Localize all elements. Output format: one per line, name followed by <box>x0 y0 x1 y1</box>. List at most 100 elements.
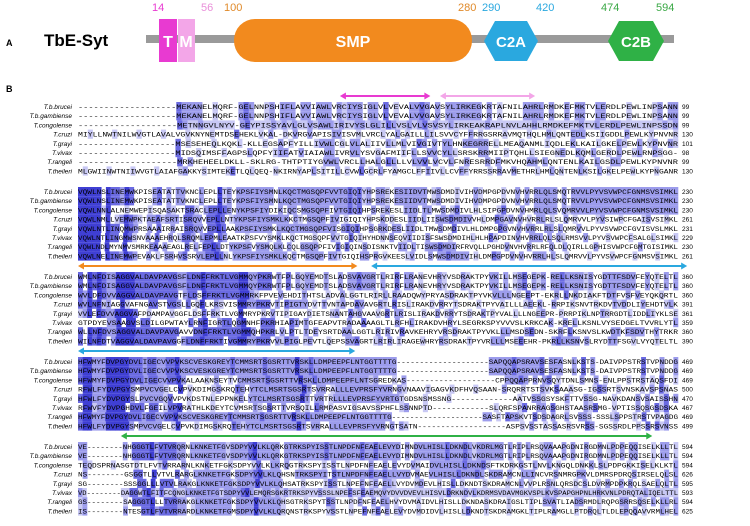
conservation-shade <box>130 290 136 300</box>
conservation-shade <box>306 451 312 461</box>
conservation-shade <box>370 272 376 282</box>
conservation-shade <box>525 357 531 367</box>
conservation-shade <box>326 375 332 385</box>
conservation-shade <box>237 412 242 422</box>
conservation-shade <box>78 196 83 206</box>
conservation-shade <box>496 251 502 261</box>
conservation-shade <box>319 451 325 461</box>
conservation-shade <box>114 233 119 243</box>
conservation-shade <box>655 251 661 261</box>
conservation-shade <box>170 366 176 376</box>
conservation-shade <box>219 281 225 291</box>
conservation-shade <box>667 120 674 130</box>
conservation-shade <box>628 233 634 243</box>
conservation-shade <box>226 205 232 215</box>
conservation-shade <box>148 272 154 282</box>
conservation-shade <box>580 196 586 206</box>
conservation-shade <box>322 469 328 479</box>
conservation-shade <box>297 120 303 130</box>
conservation-shade <box>116 384 122 394</box>
conservation-shade <box>167 375 173 385</box>
conservation-shade <box>386 451 392 461</box>
conservation-shade <box>168 412 174 422</box>
conservation-shade <box>657 148 663 158</box>
domain-m-label: M <box>179 34 192 51</box>
conservation-shade <box>552 196 558 206</box>
conservation-shade <box>110 375 116 385</box>
conservation-shade <box>303 497 309 507</box>
conservation-shade <box>549 242 554 252</box>
conservation-shade <box>238 272 244 282</box>
conservation-shade <box>359 375 365 385</box>
conservation-shade <box>506 488 512 498</box>
conservation-shade <box>491 251 497 261</box>
conservation-shade <box>151 214 157 224</box>
conservation-shade <box>135 327 141 337</box>
conservation-shade <box>360 488 366 498</box>
residue-count: 130 <box>682 132 693 139</box>
conservation-shade <box>297 214 303 224</box>
conservation-shade <box>264 478 270 488</box>
conservation-shade <box>364 412 370 422</box>
conservation-shade <box>268 187 274 197</box>
conservation-shade <box>544 384 550 394</box>
conservation-shade <box>175 187 181 197</box>
conservation-shade <box>145 497 151 507</box>
conservation-shade <box>432 120 439 130</box>
conservation-shade <box>420 488 426 498</box>
conservation-shade <box>595 214 601 224</box>
species-name: T.grayi <box>53 226 73 233</box>
conservation-shade <box>509 251 515 261</box>
conservation-shade <box>558 366 563 376</box>
conservation-shade <box>394 318 400 328</box>
conservation-shade <box>496 205 502 215</box>
conservation-shade <box>190 336 196 346</box>
conservation-shade <box>207 469 213 479</box>
conservation-shade <box>633 442 639 452</box>
conservation-shade <box>272 148 279 158</box>
conservation-shade <box>357 187 363 197</box>
conservation-shade <box>393 497 399 507</box>
conservation-shade <box>235 506 241 516</box>
sequence-row: HFWMYFDVPGYDVLIGECVVPVKSCVESKGREYTCMMSRT… <box>78 359 678 366</box>
conservation-shade <box>260 318 266 328</box>
conservation-shade <box>246 251 252 261</box>
conservation-shade <box>622 196 628 206</box>
conservation-shade <box>382 290 388 300</box>
conservation-shade <box>438 120 444 130</box>
conservation-shade <box>631 120 637 130</box>
conservation-shade <box>170 357 176 367</box>
conservation-shade <box>242 336 248 346</box>
conservation-shade <box>465 281 471 291</box>
conservation-shade <box>276 393 282 403</box>
conservation-shade <box>584 336 590 346</box>
conservation-shade <box>343 205 349 215</box>
conservation-shade <box>167 272 173 282</box>
conservation-shade <box>523 375 529 385</box>
conservation-shade <box>467 460 473 470</box>
conservation-shade <box>310 442 316 452</box>
conservation-shade <box>143 375 149 385</box>
conservation-shade <box>344 242 350 252</box>
conservation-shade <box>444 290 450 300</box>
conservation-shade <box>287 421 293 431</box>
conservation-shade <box>558 488 563 498</box>
species-name: T.rangeli <box>47 329 72 336</box>
conservation-shade <box>96 251 102 261</box>
conservation-shade <box>212 421 218 431</box>
conservation-shade <box>640 460 646 470</box>
conservation-shade <box>213 299 219 309</box>
panel-b-label: B <box>6 84 13 94</box>
conservation-shade <box>356 393 362 403</box>
conservation-shade <box>558 120 564 130</box>
conservation-shade <box>387 336 393 346</box>
conservation-shade <box>157 421 163 431</box>
conservation-shade <box>572 318 578 328</box>
conservation-shade <box>174 469 180 479</box>
conservation-shade <box>284 375 290 385</box>
conservation-shade <box>546 478 552 488</box>
arrow-head <box>120 432 127 440</box>
conservation-shade <box>304 242 310 252</box>
conservation-shade <box>125 393 131 403</box>
conservation-shade <box>185 129 191 139</box>
